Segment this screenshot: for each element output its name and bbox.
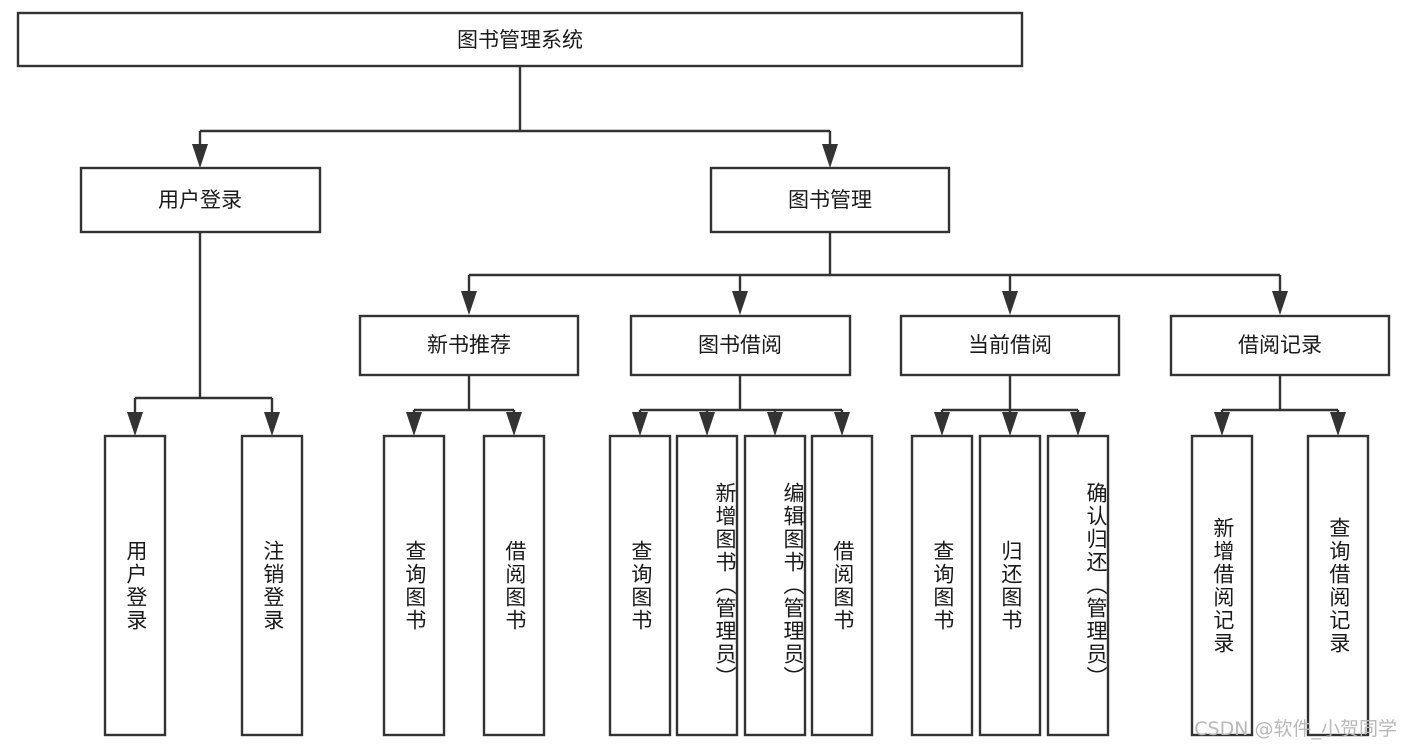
node-user-login-box[interactable]	[79, 166, 322, 234]
arrow-head-icon	[1070, 412, 1086, 436]
arrow-head-icon	[461, 291, 477, 315]
leaf-query-book-3-box[interactable]	[910, 434, 974, 737]
node-book-borrow-box[interactable]	[629, 314, 852, 377]
leaf-logout-box[interactable]	[240, 434, 304, 737]
arrow-head-icon	[1002, 412, 1018, 436]
leaf-query-book-2-box[interactable]	[608, 434, 672, 737]
leaf-edit-book-admin-box[interactable]	[743, 434, 807, 737]
arrow-head-icon	[822, 144, 838, 168]
node-current-borrow-box[interactable]	[899, 314, 1121, 377]
arrow-head-icon	[1002, 291, 1018, 315]
node-root-label: 图书管理系统	[457, 28, 583, 52]
arrow-head-icon	[1214, 412, 1230, 436]
leaf-query-borrow-record-box[interactable]	[1306, 434, 1370, 737]
leaf-query-book-1-box[interactable]	[382, 434, 446, 737]
arrow-head-icon	[834, 412, 850, 436]
leaf-borrow-book-2-box[interactable]	[810, 434, 874, 737]
node-user-login-label: 用户登录	[158, 188, 242, 212]
node-book-mgmt-box[interactable]	[709, 166, 951, 234]
edge-group-current-borrow	[934, 375, 1086, 436]
node-borrow-record-box[interactable]	[1169, 314, 1391, 377]
arrow-head-icon	[934, 412, 950, 436]
node-borrow-record-label: 借阅记录	[1238, 333, 1322, 357]
arrow-head-icon	[127, 412, 143, 436]
node-book-borrow-label: 图书借阅	[698, 333, 782, 357]
leaf-return-book-box[interactable]	[978, 434, 1042, 737]
leaf-confirm-return-admin-box[interactable]	[1046, 434, 1110, 737]
edge-group-root	[192, 66, 838, 168]
node-new-book-rec-label: 新书推荐	[427, 333, 511, 357]
node-new-book-rec-box[interactable]	[358, 314, 580, 377]
node-current-borrow-label: 当前借阅	[968, 333, 1052, 357]
arrow-head-icon	[699, 412, 715, 436]
arrow-head-icon	[1272, 291, 1288, 315]
arrow-head-icon	[506, 412, 522, 436]
node-root-box[interactable]	[16, 11, 1024, 68]
arrow-head-icon	[732, 291, 748, 315]
leaf-user-login-box[interactable]	[103, 434, 167, 737]
leaf-add-borrow-record-box[interactable]	[1190, 434, 1254, 737]
arrow-head-icon	[1330, 412, 1346, 436]
leaf-borrow-book-1-box[interactable]	[482, 434, 546, 737]
leaf-add-book-admin-box[interactable]	[675, 434, 739, 737]
edge-group-book-mgmt	[461, 232, 1288, 315]
arrow-head-icon	[264, 412, 280, 436]
edge-group-new-book-rec	[406, 375, 522, 436]
arrow-head-icon	[767, 412, 783, 436]
edge-group-borrow-record	[1214, 375, 1346, 436]
arrow-head-icon	[406, 412, 422, 436]
arrow-head-icon	[192, 144, 208, 168]
edge-group-book-borrow	[632, 375, 850, 436]
edge-group-user-login	[127, 232, 280, 436]
node-book-mgmt-label: 图书管理	[788, 188, 872, 212]
arrow-head-icon	[632, 412, 648, 436]
